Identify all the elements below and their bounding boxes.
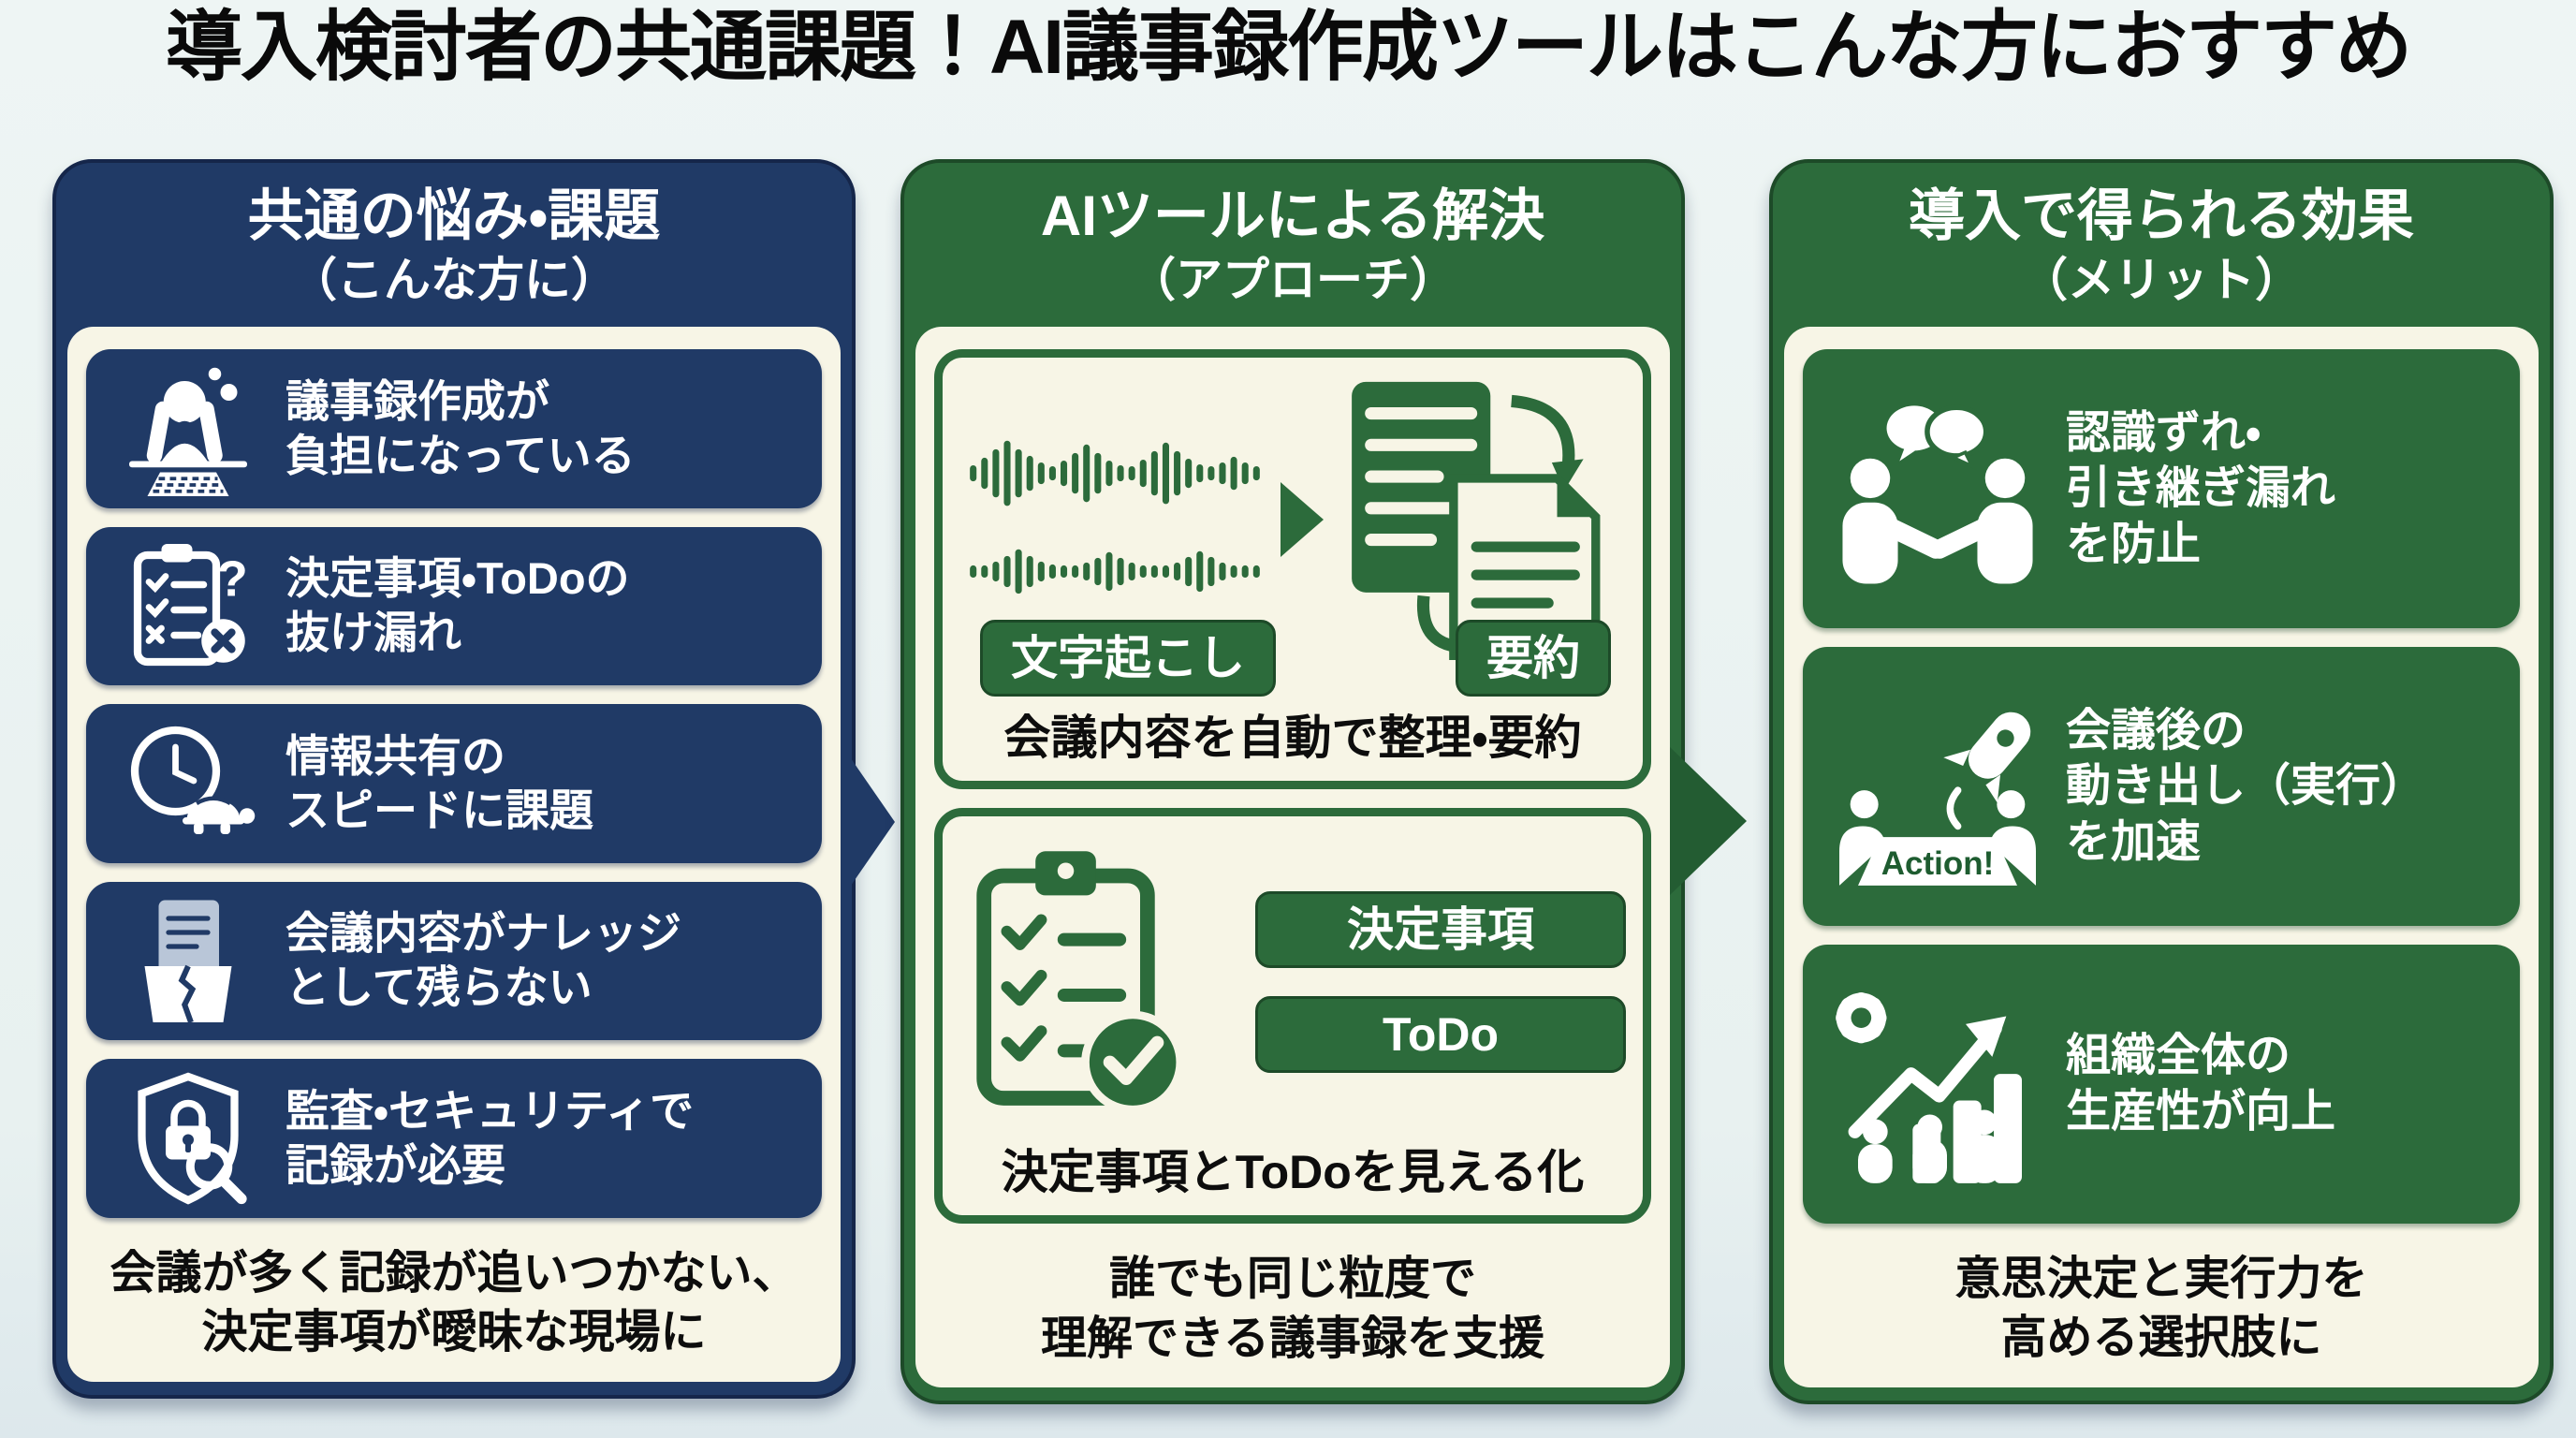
clipboard-check-icon bbox=[976, 851, 1185, 1114]
problem-item-minutes-burden: 議事録作成が 負担になっている bbox=[86, 349, 822, 508]
solution-box1-caption: 会議内容を自動で整理・要約 bbox=[1003, 712, 1582, 764]
page-title: 導入検討者の共通課題！AI議事録作成ツールはこんな方におすすめ bbox=[165, 5, 2412, 90]
problem-item-line: 記録が必要 bbox=[285, 1139, 505, 1190]
benefits-footer-line2: 高める選択肢に bbox=[2000, 1313, 2322, 1364]
stressed-person-icon bbox=[128, 367, 247, 496]
column-benefits: 導入で得られる効果 （メリット） bbox=[1769, 159, 2554, 1404]
problem-item-audit-security: 監査・セキュリティで 記録が必要 bbox=[86, 1059, 822, 1218]
benefit-item-action-speed: Action! 会議後の 動き出し（実行） を加速 bbox=[1803, 646, 2520, 926]
benefits-footer-line1: 意思決定と実行力を bbox=[1954, 1253, 2368, 1304]
solution-body: 文字起こし 要約 会議内容を自動で整理・要約 bbox=[915, 327, 1670, 1388]
benefit-item-line: を加速 bbox=[2066, 816, 2202, 867]
audio-waveform-icon bbox=[970, 440, 1260, 594]
problem-item-line: 監査・セキュリティで bbox=[285, 1085, 695, 1136]
problem-item-line: 会議内容がナレッジ bbox=[285, 908, 681, 959]
rocket-action-icon: Action! bbox=[1838, 712, 2036, 886]
benefits-header-line1: 導入で得られる効果 bbox=[1909, 184, 2414, 247]
benefits-header: 導入で得られる効果 （メリット） bbox=[1773, 163, 2550, 323]
problems-header-line1: 共通の悩み・課題 bbox=[247, 184, 661, 247]
problem-item-line: 議事録作成が bbox=[285, 375, 549, 426]
problems-footer-line1: 会議が多く記録が追いつかない、 bbox=[110, 1247, 798, 1299]
transcribe-label: 文字起こし bbox=[980, 620, 1276, 697]
solution-footer-line2: 理解できる議事録を支援 bbox=[1040, 1313, 1545, 1364]
problem-item-line: 抜け漏れ bbox=[285, 608, 461, 658]
problems-body: 議事録作成が 負担になっている ? bbox=[67, 327, 841, 1382]
benefit-item-line: 会議後の bbox=[2066, 705, 2247, 756]
problems-header: 共通の悩み・課題 （こんな方に） bbox=[56, 163, 852, 323]
arrow-right-icon bbox=[1281, 482, 1324, 557]
productivity-growth-icon bbox=[1835, 991, 2022, 1183]
problem-item-line: 負担になっている bbox=[285, 430, 636, 480]
solution-box2-caption: 決定事項とToDoを見える化 bbox=[1001, 1146, 1585, 1198]
arrow-problems-to-solution-icon bbox=[844, 749, 895, 895]
summary-label: 要約 bbox=[1456, 620, 1611, 697]
benefits-footer: 意思決定と実行力を 高める選択肢に bbox=[1803, 1242, 2520, 1374]
column-solution: AIツールによる解決 （アプローチ） bbox=[900, 159, 1685, 1404]
decision-label: 決定事項 bbox=[1255, 891, 1626, 968]
problems-footer: 会議が多く記録が追いつかない、 決定事項が曖昧な現場に bbox=[86, 1237, 822, 1369]
problem-item-line: 決定事項・ToDoの bbox=[285, 553, 630, 604]
clock-turtle-icon bbox=[130, 726, 255, 834]
benefit-item-productivity: 組織全体の 生産性が向上 bbox=[1803, 944, 2520, 1224]
benefits-body: 認識ずれ・ 引き継ぎ漏れ を防止 bbox=[1784, 327, 2539, 1387]
broken-archive-icon bbox=[144, 900, 231, 1024]
security-audit-icon bbox=[137, 1072, 247, 1205]
checklist-missing-icon: ? bbox=[133, 544, 247, 667]
benefit-item-line: 動き出し（実行） bbox=[2066, 761, 2426, 812]
arrow-solution-to-benefits-icon bbox=[1670, 747, 1747, 895]
benefit-item-line: 生産性が向上 bbox=[2066, 1086, 2336, 1137]
problem-item-todo-missing: ? 決定事項・ToDoの 抜け漏れ bbox=[86, 526, 822, 686]
column-problems: 共通の悩み・課題 （こんな方に） bbox=[52, 159, 856, 1399]
todo-label: ToDo bbox=[1255, 996, 1626, 1073]
benefit-item-line: 認識ずれ・ bbox=[2066, 407, 2261, 458]
solution-header-line2: （アプローチ） bbox=[1129, 254, 1456, 306]
solution-header-line1: AIツールによる解決 bbox=[1040, 184, 1545, 247]
problem-item-line: 情報共有の bbox=[285, 730, 505, 781]
benefit-item-line: 組織全体の bbox=[2066, 1031, 2291, 1081]
problem-item-line: として残らない bbox=[285, 962, 593, 1013]
benefit-item-line: 引き継ぎ漏れ bbox=[2066, 463, 2336, 514]
solution-footer-line1: 誰でも同じ粒度で bbox=[1108, 1254, 1476, 1304]
solution-box-decisions-todo: 決定事項 ToDo 決定事項とToDoを見える化 bbox=[934, 808, 1651, 1224]
solution-footer: 誰でも同じ粒度で 理解できる議事録を支援 bbox=[934, 1242, 1651, 1374]
benefit-item-line: を防止 bbox=[2066, 519, 2202, 569]
problem-item-no-knowledge: 会議内容がナレッジ として残らない bbox=[86, 881, 822, 1041]
problem-item-line: スピードに課題 bbox=[285, 785, 593, 835]
action-label: Action! bbox=[1881, 845, 1994, 882]
problem-item-sharing-speed: 情報共有の スピードに課題 bbox=[86, 704, 822, 863]
benefit-item-alignment: 認識ずれ・ 引き継ぎ漏れ を防止 bbox=[1803, 349, 2520, 628]
solution-header: AIツールによる解決 （アプローチ） bbox=[904, 163, 1681, 323]
handshake-chat-icon bbox=[1841, 404, 2033, 584]
question-mark-glyph: ? bbox=[216, 551, 247, 608]
benefits-header-line2: （メリット） bbox=[2021, 254, 2302, 306]
solution-box-transcribe-summary: 文字起こし 要約 会議内容を自動で整理・要約 bbox=[934, 349, 1651, 789]
problems-header-line2: （こんな方に） bbox=[290, 254, 618, 306]
problems-footer-line2: 決定事項が曖昧な現場に bbox=[201, 1307, 707, 1358]
